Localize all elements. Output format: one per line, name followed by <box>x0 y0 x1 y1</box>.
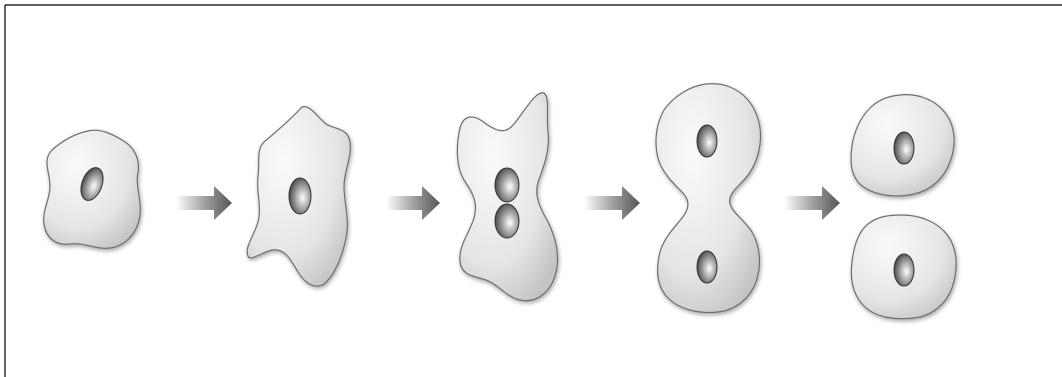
stage-4-cytokinesis-cell <box>655 83 762 314</box>
nucleus-upper <box>893 131 915 165</box>
nucleus-lower <box>893 253 915 287</box>
stage-2-elongating-cell <box>246 106 351 287</box>
nucleus <box>80 167 104 201</box>
cell-membrane <box>655 83 762 314</box>
arrow-3 <box>584 186 640 220</box>
stage-3-nuclear-division-cell <box>456 92 559 302</box>
nucleus-upper <box>494 167 520 203</box>
nucleus-lower <box>696 250 718 284</box>
nucleus-lower <box>494 203 520 239</box>
arrow-4 <box>784 186 840 220</box>
stage-1-interphase-cell <box>43 129 141 249</box>
nucleus <box>288 177 312 215</box>
nucleus-upper <box>696 124 718 158</box>
arrow-1 <box>176 186 232 220</box>
arrow-2 <box>386 186 440 220</box>
stage-5-daughter-cells <box>850 94 957 320</box>
